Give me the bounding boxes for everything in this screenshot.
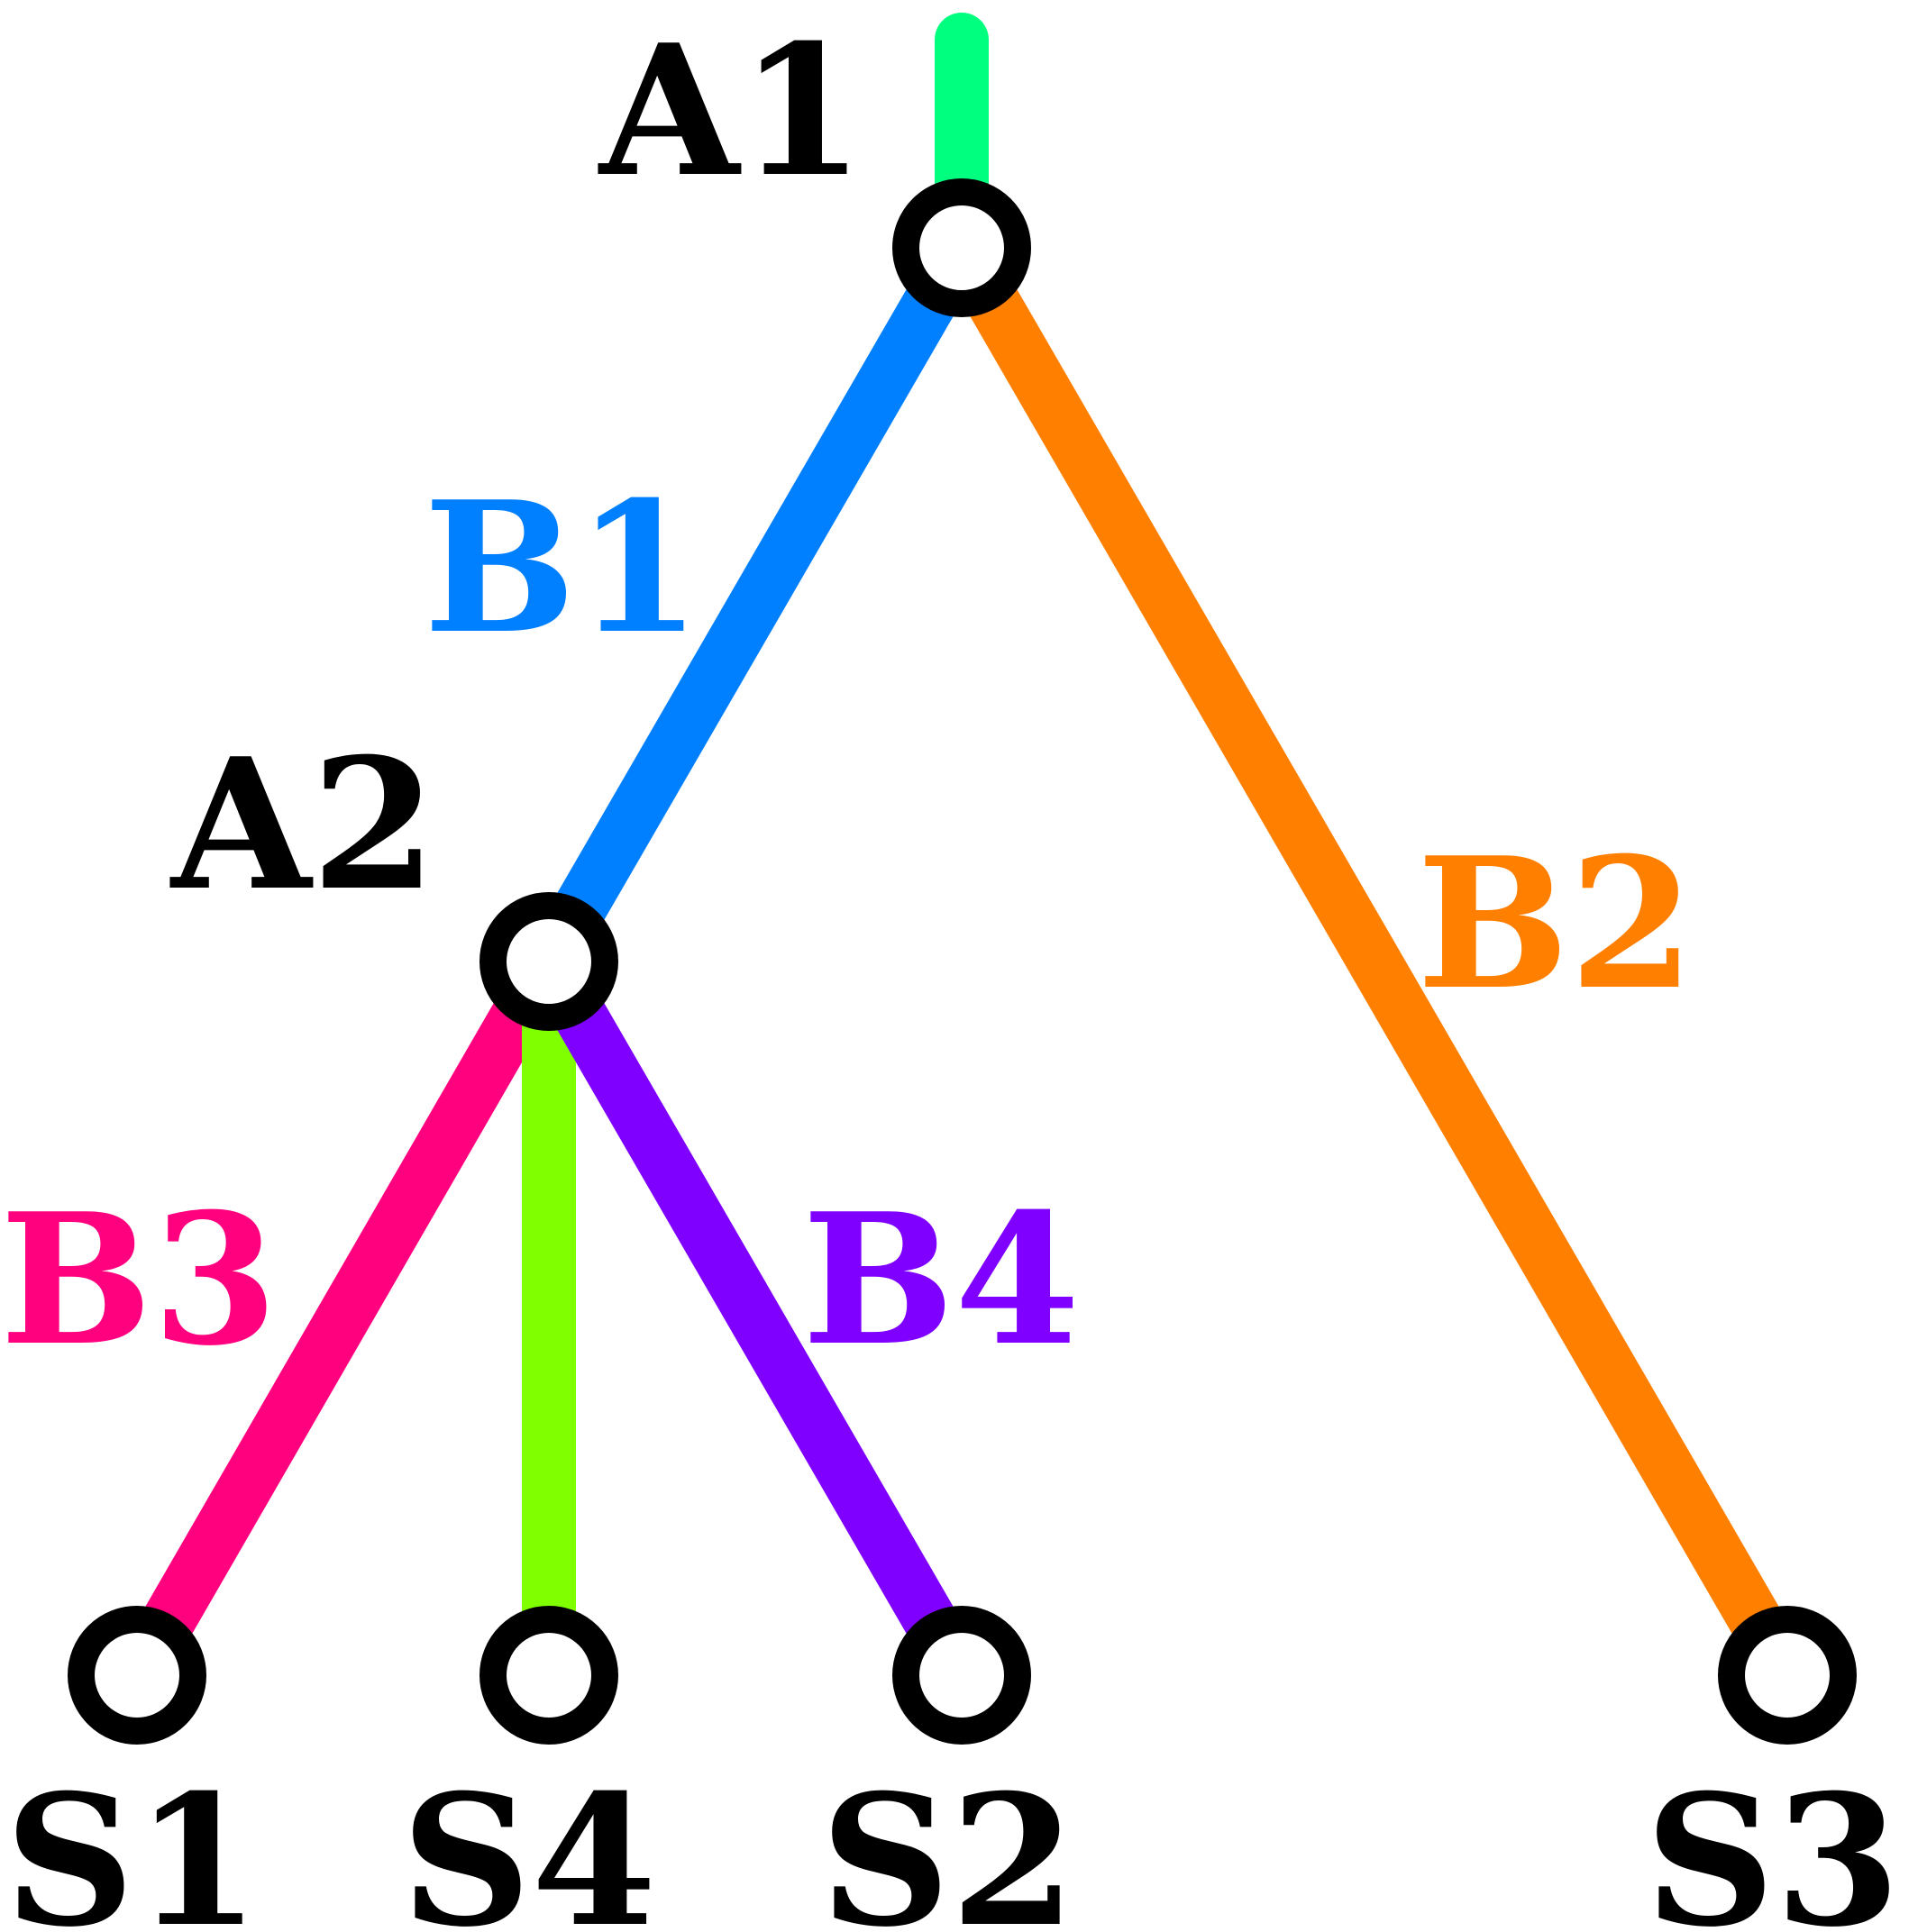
node-internal <box>479 892 618 1031</box>
node-labels-group: A1 A2 S1 S4 S2 S3 <box>5 5 1901 1932</box>
node-leaf-s3 <box>1718 1606 1857 1745</box>
edges-group <box>110 13 1814 1702</box>
edge-b3 <box>110 934 576 1702</box>
node-leaf-s2 <box>892 1606 1031 1745</box>
nodes-group <box>68 178 1857 1745</box>
node-label-root: A1 <box>598 5 864 217</box>
node-leaf-s1 <box>68 1606 206 1745</box>
edge-label-b3: B3 <box>0 1174 278 1386</box>
edge-labels-group: B1 B2 B3 B4 <box>0 462 1694 1386</box>
edge-label-b4: B4 <box>802 1174 1080 1386</box>
node-label-leaf-s4: S4 <box>401 1755 657 1932</box>
node-label-leaf-s3: S3 <box>1645 1755 1901 1932</box>
node-root <box>892 178 1031 317</box>
edge-label-b1: B1 <box>424 462 701 674</box>
edge-b2 <box>935 221 1814 1702</box>
edge-b1 <box>522 221 989 989</box>
edge-label-b2: B2 <box>1417 818 1694 1030</box>
node-label-internal: A2 <box>169 719 436 931</box>
node-leaf-s4 <box>479 1606 618 1745</box>
edge-b4 <box>522 934 989 1702</box>
node-label-leaf-s1: S1 <box>5 1755 260 1932</box>
node-label-leaf-s2: S2 <box>820 1755 1076 1932</box>
